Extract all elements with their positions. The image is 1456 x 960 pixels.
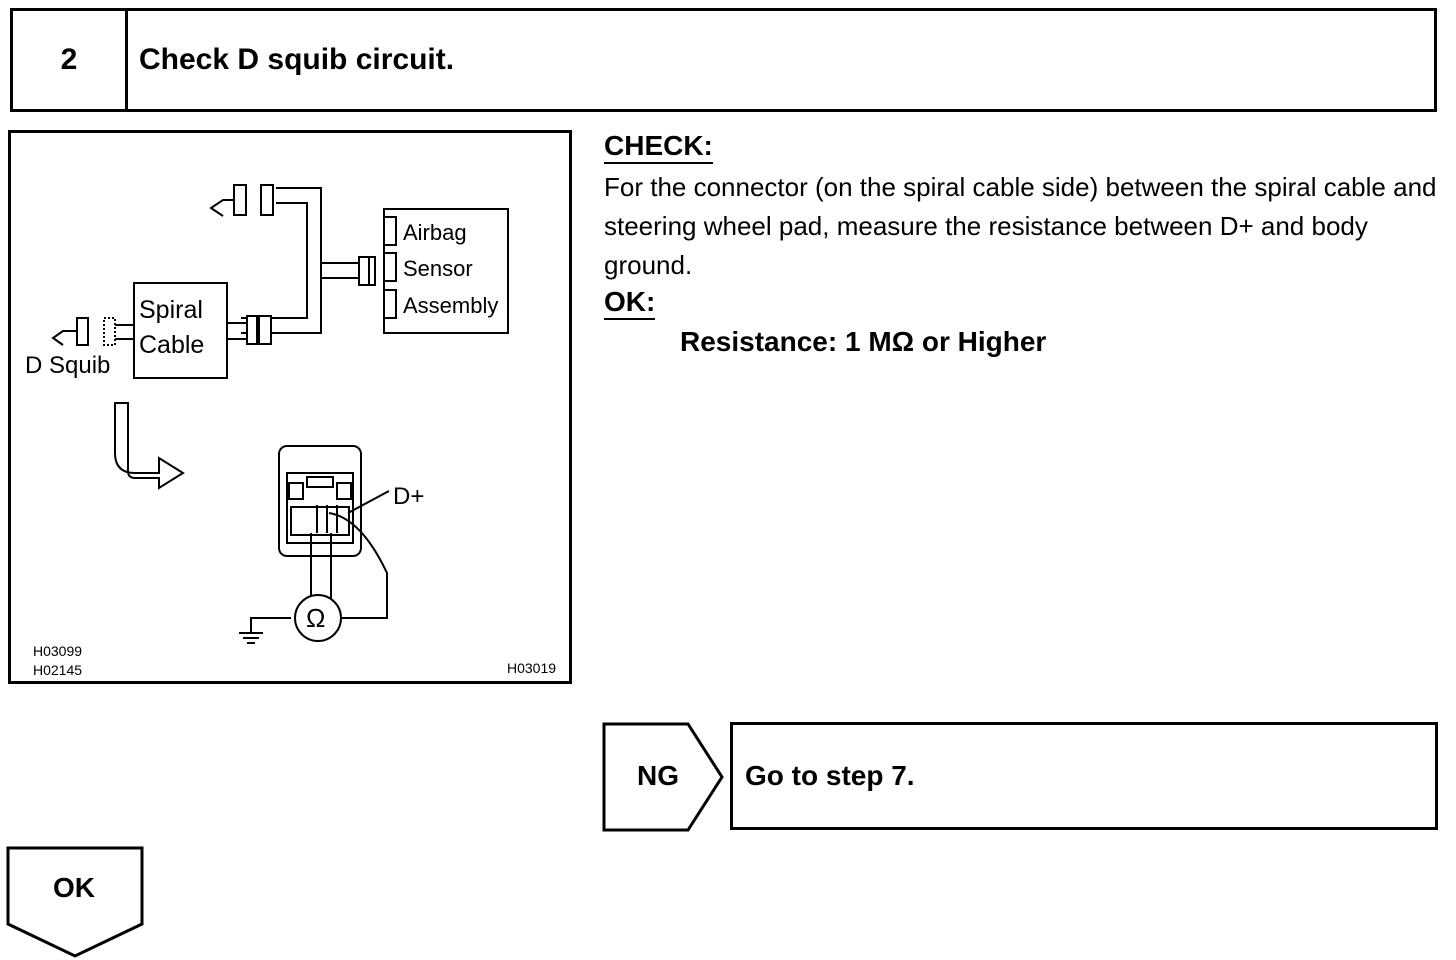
ok-heading: OK: (604, 286, 656, 320)
wiring-diagram (51, 184, 509, 644)
step-title: Check D squib circuit. (139, 43, 455, 76)
ok-arrow-shape (6, 846, 144, 958)
ng-label[interactable]: NG (637, 760, 679, 791)
figure-code: H03019 (507, 660, 557, 676)
airbag-label: Airbag (403, 220, 467, 245)
check-heading: CHECK: (604, 130, 713, 164)
sensor-label: Sensor (403, 256, 473, 281)
step-number: 2 (13, 11, 128, 109)
spiral-label: Spiral (139, 296, 203, 324)
wiring-figure: Airbag Sensor Assembly Spiral Cable D Sq… (8, 130, 572, 684)
ng-arrow-shape (602, 722, 724, 832)
resistance-spec: Resistance: 1 MΩ or Higher (680, 326, 1047, 357)
figure-code: H03099 (33, 643, 83, 659)
ok-label[interactable]: OK (53, 872, 95, 903)
ohmmeter (294, 594, 342, 642)
spiral-cable-box (133, 282, 228, 379)
assembly-label: Assembly (403, 293, 499, 318)
cable-label: Cable (139, 331, 205, 359)
d-plus-label: D+ (393, 483, 425, 510)
d-squib-label: D Squib (25, 352, 111, 379)
figure-code: H02145 (33, 662, 83, 678)
ng-action: Go to step 7. (730, 722, 1438, 830)
step-header: 2 Check D squib circuit. (10, 8, 1437, 112)
check-instructions: For the connector (on the spiral cable s… (604, 172, 1437, 280)
ohm-symbol: Ω (306, 603, 326, 633)
